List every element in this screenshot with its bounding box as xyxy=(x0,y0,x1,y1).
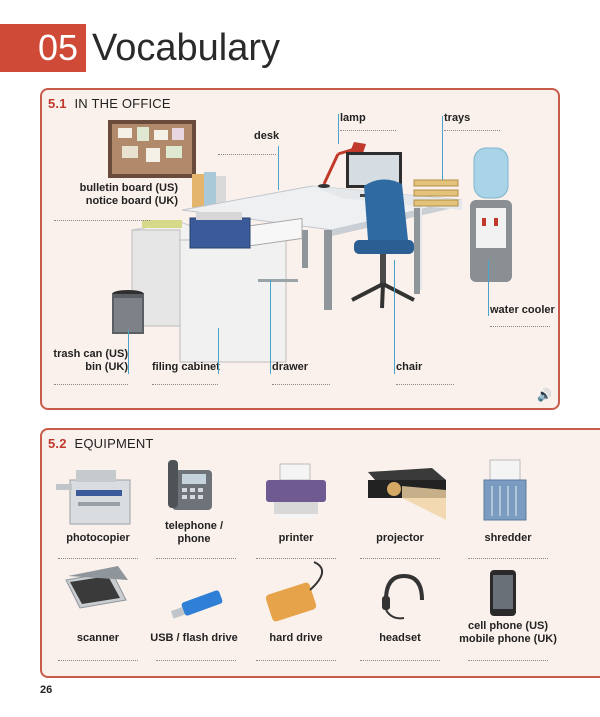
equipment-label-photocopier: photocopier xyxy=(66,532,130,544)
desk-printer-illustration xyxy=(189,217,251,249)
label-notice-board-uk: notice board (UK) xyxy=(85,195,178,207)
projector-illustration xyxy=(368,468,446,520)
bulletin-board-illustration xyxy=(108,120,196,178)
equipment-label-shredder: shredder xyxy=(484,532,532,544)
headset-illustration xyxy=(382,573,424,620)
equipment-section-title: EQUIPMENT xyxy=(74,436,154,451)
water-cooler-illustration xyxy=(470,147,512,282)
speaker-icon[interactable]: 🔊 xyxy=(537,388,552,402)
equipment-label-projector: projector xyxy=(376,532,424,544)
cell-phone-illustration xyxy=(490,570,516,616)
chapter-number: 05 xyxy=(0,24,86,72)
label-trash-can-us: trash can (US) xyxy=(53,348,128,360)
office-section-number: 5.1 xyxy=(48,96,67,111)
equipment-illustrations xyxy=(56,459,527,622)
office-panel: 5.1 IN THE OFFICE xyxy=(40,88,560,410)
trays-illustration xyxy=(413,179,459,207)
photocopier-illustration xyxy=(56,470,131,525)
trash-can-illustration xyxy=(112,290,144,334)
chair-illustration xyxy=(351,179,415,309)
equipment-label-telephone: telephone /phone xyxy=(164,520,224,545)
label-drawer: drawer xyxy=(272,361,309,373)
label-trays: trays xyxy=(444,112,471,124)
equipment-label-cell-phone: cell phone (US)mobile phone (UK) xyxy=(459,620,557,645)
office-section-title: IN THE OFFICE xyxy=(74,96,171,111)
equipment-label-hard-drive: hard drive xyxy=(269,632,323,644)
equipment-section-number: 5.2 xyxy=(48,436,67,451)
label-water-cooler: water cooler xyxy=(490,304,555,316)
office-heading: 5.1 IN THE OFFICE xyxy=(48,96,171,111)
equipment-heading: 5.2 EQUIPMENT xyxy=(48,436,154,451)
scanner-illustration xyxy=(65,566,128,609)
page-number: 26 xyxy=(40,684,53,696)
printer-illustration xyxy=(266,463,326,518)
equipment-label-scanner: scanner xyxy=(76,632,120,644)
telephone-illustration xyxy=(168,460,212,510)
label-filing-cabinet: filing cabinet xyxy=(152,361,220,373)
equipment-panel: 5.2 EQUIPMENT xyxy=(40,428,600,678)
label-desk: desk xyxy=(254,130,280,142)
label-bin-uk: bin (UK) xyxy=(85,361,128,373)
equipment-label-printer: printer xyxy=(278,532,314,544)
label-lamp: lamp xyxy=(340,112,366,124)
shredder-illustration xyxy=(483,459,527,521)
label-bulletin-board-us: bulletin board (US) xyxy=(79,182,178,194)
label-chair: chair xyxy=(396,361,423,373)
page-title: Vocabulary xyxy=(92,27,281,69)
equipment-label-headset: headset xyxy=(379,632,421,644)
usb-drive-illustration xyxy=(170,590,223,619)
binders-illustration xyxy=(192,172,226,212)
hard-drive-illustration xyxy=(265,561,323,622)
equipment-label-usb-drive: USB / flash drive xyxy=(150,632,238,644)
office-illustration xyxy=(108,120,512,363)
